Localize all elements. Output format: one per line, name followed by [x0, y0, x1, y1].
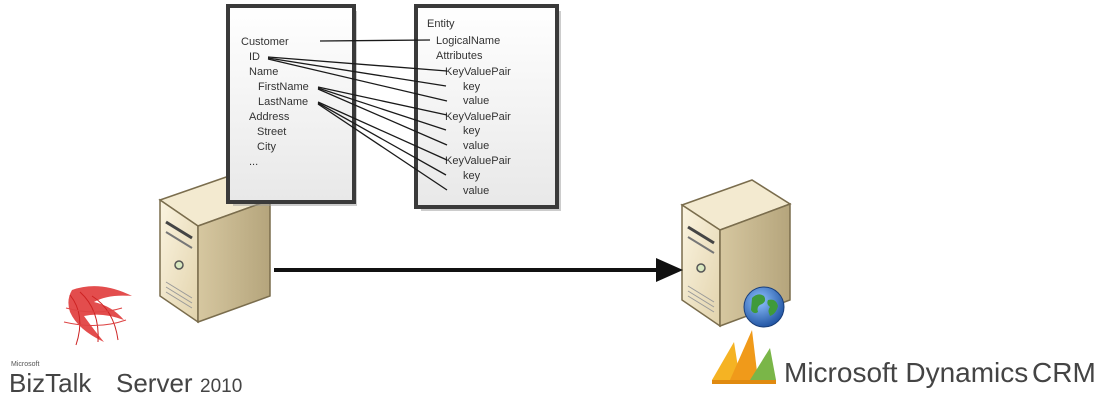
schema-field: KeyValuePair [445, 111, 511, 123]
schema-field: KeyValuePair [445, 155, 511, 167]
biztalk-version-label: 2010 [200, 376, 242, 397]
schema-field: LogicalName [436, 35, 500, 47]
schema-field: Name [249, 66, 278, 78]
schema-field: key [463, 170, 481, 182]
schema-field: key [463, 125, 481, 137]
schema-field: ID [249, 51, 260, 63]
biztalk-server-icon [158, 174, 272, 324]
biztalk-name-label: BizTalk [9, 368, 92, 398]
schema-field: FirstName [258, 81, 309, 93]
schema-field: value [463, 185, 489, 197]
schema-field: Attributes [436, 50, 483, 62]
field-mapping-lines [267, 39, 448, 191]
integration-arrow [274, 258, 683, 282]
schema-field: ... [249, 156, 258, 168]
schema-field: key [463, 81, 481, 93]
sql-server-icon [63, 286, 132, 346]
globe-icon [743, 286, 785, 328]
schema-field: Entity [427, 18, 455, 30]
schema-field: LastName [258, 96, 308, 108]
dynamics-logo-icon [712, 330, 776, 384]
schema-field: Address [249, 111, 290, 123]
schema-field: Street [257, 126, 286, 138]
biztalk-brand-label: Microsoft [11, 361, 39, 368]
dynamics-crm-logo: Microsoft Dynamics CRM [712, 330, 1096, 388]
schema-field: value [463, 140, 489, 152]
entity-schema-document: Entity LogicalName Attributes KeyValuePa… [414, 4, 561, 211]
schema-field: Customer [241, 36, 289, 48]
schema-field: City [257, 141, 276, 153]
schema-field: value [463, 95, 489, 107]
dynamics-crm-label: CRM [1032, 357, 1096, 388]
customer-schema-document: Customer ID Name FirstName LastName Addr… [226, 4, 357, 206]
biztalk-server-label: Server [116, 368, 193, 398]
schema-field: KeyValuePair [445, 66, 511, 78]
dynamics-name-label: Microsoft Dynamics [784, 357, 1028, 388]
biztalk-logo: Microsoft BizTalk Server 2010 [9, 286, 242, 398]
